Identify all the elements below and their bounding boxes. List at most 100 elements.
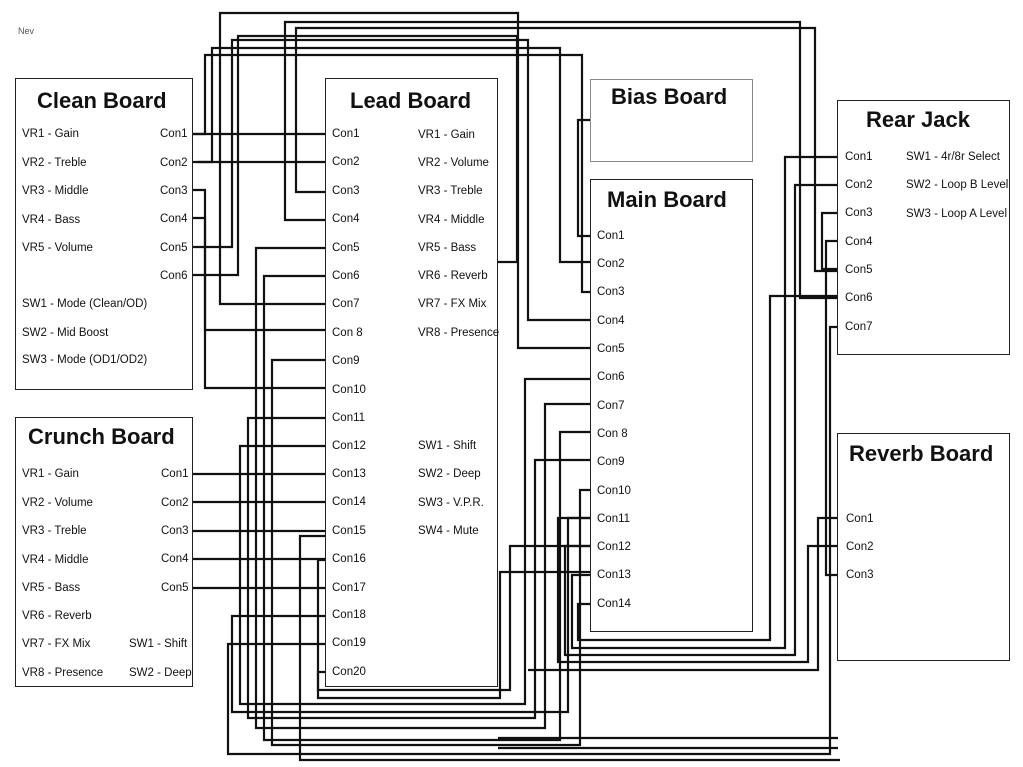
clean-control-label: VR3 - Middle — [22, 185, 89, 197]
crunch-control-label: VR3 - Treble — [22, 525, 87, 537]
lead-connector-label: Con 8 — [332, 327, 363, 339]
lead-connector-label: Con19 — [332, 637, 366, 649]
main-connector-label: Con7 — [597, 400, 625, 412]
wire — [298, 534, 840, 762]
wire — [576, 294, 840, 642]
clean-board-title: Clean Board — [37, 88, 167, 113]
main-connector-label: Con4 — [597, 315, 625, 327]
main-connector-label: Con3 — [597, 286, 625, 298]
main-connector-label: Con 8 — [597, 428, 628, 440]
lead-connector-label: Con14 — [332, 496, 366, 508]
rear-connector-label: Con7 — [845, 321, 873, 333]
crunch-control-label: VR1 - Gain — [22, 468, 79, 480]
rear-control-label: SW2 - Loop B Level — [906, 179, 1009, 191]
bias-board-title: Bias Board — [611, 84, 728, 109]
wire — [294, 26, 840, 273]
wire — [576, 118, 595, 238]
wire — [246, 416, 595, 720]
main-connector-label: Con10 — [597, 485, 631, 497]
lead-connector-label: Con12 — [332, 440, 366, 452]
lead-connector-label: Con13 — [332, 468, 366, 480]
wire — [254, 246, 595, 730]
crunch-control-label: SW1 - Shift — [129, 638, 188, 650]
lead-control-label: VR5 - Bass — [418, 242, 477, 254]
wire — [262, 274, 595, 742]
wire — [528, 516, 840, 672]
wire — [238, 377, 595, 706]
main-connector-label: Con2 — [597, 258, 625, 270]
clean-connector-label: Con3 — [160, 185, 188, 197]
crunch-connector-label: Con4 — [161, 553, 189, 565]
lead-connector-label: Con3 — [332, 185, 360, 197]
lead-control-label: VR3 - Treble — [418, 185, 483, 197]
main-board-title: Main Board — [607, 187, 727, 212]
clean-control-label: SW3 - Mode (OD1/OD2) — [22, 354, 148, 366]
lead-connector-label: Con18 — [332, 609, 366, 621]
clean-control-label: VR2 - Treble — [22, 157, 87, 169]
lead-connector-label: Con17 — [332, 582, 366, 594]
rear-connector-label: Con1 — [845, 151, 873, 163]
wire — [563, 183, 840, 657]
crunch-control-label: VR7 - FX Mix — [22, 638, 91, 650]
reverb-connector-label: Con1 — [846, 513, 874, 525]
rear-connector-label: Con5 — [845, 264, 873, 276]
crunch-control-label: VR8 - Presence — [22, 667, 104, 679]
reverb-board — [837, 433, 1010, 661]
crunch-control-label: VR2 - Volume — [22, 497, 93, 509]
crunch-control-label: VR5 - Bass — [22, 582, 81, 594]
lead-control-label: SW1 - Shift — [418, 440, 477, 452]
lead-connector-label: Con5 — [332, 242, 360, 254]
lead-connector-label: Con15 — [332, 525, 366, 537]
corner-label: Nev — [18, 26, 35, 36]
lead-connector-label: Con16 — [332, 553, 366, 565]
clean-board — [15, 78, 193, 390]
lead-connector-label: Con10 — [332, 384, 366, 396]
wire — [556, 516, 840, 664]
lead-connector-label: Con6 — [332, 270, 360, 282]
lead-control-label: VR8 - Presence — [418, 327, 500, 339]
crunch-control-label: VR4 - Middle — [22, 554, 89, 566]
wire — [270, 358, 595, 747]
wire — [316, 570, 595, 700]
rear-jack-title: Rear Jack — [866, 107, 970, 132]
clean-connector-label: Con1 — [160, 128, 188, 140]
reverb-connector-label: Con3 — [846, 569, 874, 581]
rear-control-label: SW3 - Loop A Level — [906, 208, 1008, 220]
main-connector-label: Con1 — [597, 230, 625, 242]
lead-board-title: Lead Board — [350, 88, 472, 113]
wire — [820, 211, 840, 271]
main-connector-label: Con9 — [597, 456, 625, 468]
rear-connector-label: Con4 — [845, 236, 873, 248]
lead-connector-label: Con7 — [332, 298, 360, 310]
main-connector-label: Con12 — [597, 541, 631, 553]
clean-connector-label: Con6 — [160, 270, 188, 282]
rear-connector-label: Con6 — [845, 292, 873, 304]
main-connector-label: Con11 — [597, 513, 631, 525]
lead-connector-label: Con4 — [332, 213, 360, 225]
reverb-connector-label: Con2 — [846, 541, 874, 553]
wire — [218, 11, 595, 350]
crunch-board-title: Crunch Board — [28, 424, 175, 449]
crunch-connector-label: Con3 — [161, 525, 189, 537]
wire — [283, 20, 840, 300]
rear-jack-board — [837, 100, 1010, 355]
lead-control-label: VR4 - Middle — [418, 214, 485, 226]
lead-connector-label: Con20 — [332, 666, 366, 678]
main-connector-label: Con6 — [597, 371, 625, 383]
main-connector-label: Con5 — [597, 343, 625, 355]
clean-control-label: VR5 - Volume — [22, 242, 93, 254]
bias-board — [590, 79, 753, 162]
lead-connector-label: Con1 — [332, 128, 360, 140]
main-connector-label: Con14 — [597, 598, 631, 610]
lead-control-label: VR7 - FX Mix — [418, 298, 487, 310]
clean-control-label: VR1 - Gain — [22, 128, 79, 140]
lead-control-label: VR6 - Reverb — [418, 270, 488, 282]
main-connector-label: Con13 — [597, 569, 631, 581]
clean-control-label: SW1 - Mode (Clean/OD) — [22, 298, 148, 310]
clean-connector-label: Con4 — [160, 213, 188, 225]
lead-board — [325, 78, 498, 687]
clean-control-label: SW2 - Mid Boost — [22, 327, 109, 339]
wire — [570, 155, 840, 650]
